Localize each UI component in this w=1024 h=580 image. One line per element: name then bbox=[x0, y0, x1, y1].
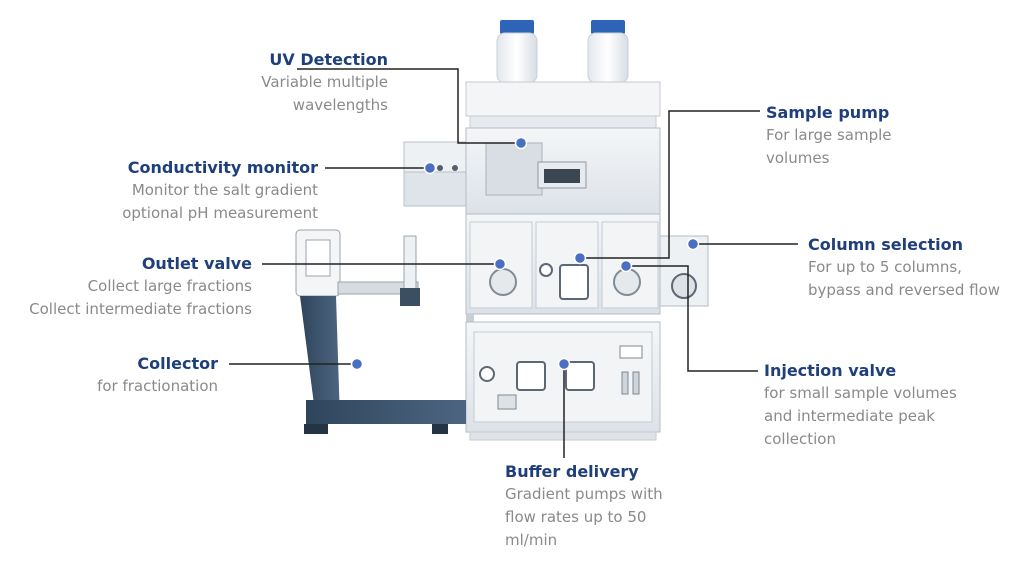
conductivity-monitor-desc-2: optional pH measurement bbox=[122, 204, 318, 222]
leader-lines bbox=[229, 68, 798, 458]
uv-detection-dot bbox=[514, 136, 528, 150]
uv-detection-leader bbox=[297, 68, 521, 144]
buffer-delivery-desc-2: flow rates up to 50 bbox=[505, 508, 647, 526]
sample-pump-callout: Sample pump For large sample volumes bbox=[766, 102, 892, 170]
column-selection-desc-2: bypass and reversed flow bbox=[808, 281, 1001, 299]
conductivity-monitor-title: Conductivity monitor bbox=[127, 158, 318, 177]
injection-valve-dot bbox=[619, 259, 633, 273]
injection-valve-desc-2: and intermediate peak bbox=[764, 407, 935, 425]
column-selection-module bbox=[659, 235, 709, 307]
sample-pump-dot bbox=[573, 251, 587, 265]
buffer-delivery-title: Buffer delivery bbox=[505, 462, 639, 481]
collector-dot bbox=[350, 357, 364, 371]
sample-pump-title: Sample pump bbox=[766, 103, 890, 122]
column-selection-title: Column selection bbox=[808, 235, 963, 254]
injection-valve-leader bbox=[626, 265, 758, 372]
sample-pump-desc-1: For large sample bbox=[766, 126, 892, 144]
injection-valve-desc-1: for small sample volumes bbox=[764, 384, 957, 402]
buffer-bottles bbox=[496, 20, 629, 84]
conductivity-monitor-dot bbox=[423, 161, 437, 175]
conductivity-monitor-callout: Conductivity monitor Monitor the salt gr… bbox=[122, 157, 318, 225]
collector-desc-1: for fractionation bbox=[97, 377, 218, 395]
buffer-delivery-dot bbox=[557, 357, 571, 371]
column-selection-dot bbox=[686, 237, 700, 251]
outlet-valve-desc-1: Collect large fractions bbox=[87, 277, 252, 295]
injection-valve-callout: Injection valve for small sample volumes… bbox=[764, 360, 957, 451]
bottle-tray bbox=[465, 81, 661, 117]
fraction-collector bbox=[295, 229, 466, 434]
injection-valve-desc-3: collection bbox=[764, 430, 836, 448]
buffer-delivery-desc-1: Gradient pumps with bbox=[505, 485, 663, 503]
uv-detection-title: UV Detection bbox=[269, 50, 388, 69]
sample-pump-leader bbox=[580, 110, 760, 259]
uv-detection-callout: UV Detection Variable multiple wavelengt… bbox=[261, 49, 388, 117]
conductivity-monitor-unit bbox=[403, 141, 467, 207]
injection-valve-title: Injection valve bbox=[764, 361, 897, 380]
outlet-valve-dot bbox=[493, 257, 507, 271]
conductivity-monitor-desc-1: Monitor the salt gradient bbox=[131, 181, 318, 199]
uv-detection-desc-2: wavelengths bbox=[292, 96, 388, 114]
collector-title: Collector bbox=[137, 354, 218, 373]
column-selection-desc-1: For up to 5 columns, bbox=[808, 258, 962, 276]
marker-dots bbox=[350, 136, 700, 371]
buffer-delivery-desc-3: ml/min bbox=[505, 531, 558, 549]
outlet-valve-callout: Outlet valve Collect large fractions Col… bbox=[29, 253, 252, 321]
outlet-valve-desc-2: Collect intermediate fractions bbox=[29, 300, 252, 318]
uv-detection-desc-1: Variable multiple bbox=[261, 73, 388, 91]
column-selection-callout: Column selection For up to 5 columns, by… bbox=[808, 234, 1000, 302]
collector-callout: Collector for fractionation bbox=[97, 353, 218, 398]
sample-pump-desc-2: volumes bbox=[766, 149, 830, 167]
outlet-valve-title: Outlet valve bbox=[141, 254, 252, 273]
buffer-delivery-callout: Buffer delivery Gradient pumps with flow… bbox=[505, 461, 663, 552]
instrument-stack bbox=[465, 127, 661, 441]
